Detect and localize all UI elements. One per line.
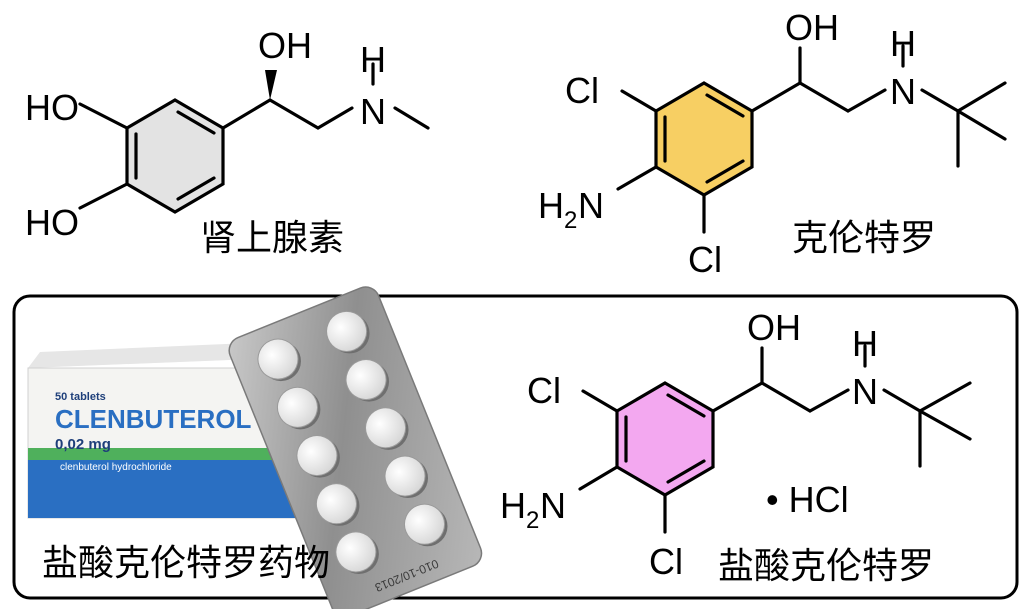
tablet [335,531,377,573]
box-tablet-count: 50 tablets [55,391,106,403]
tablet [315,483,357,525]
clenbuterol-amine-h: H [538,185,564,226]
drug-photo-caption: 盐酸克伦特罗药物 [42,543,330,584]
tablet [257,338,299,380]
clenbuterol-hcl-oh: OH [747,307,801,348]
clenbuterol-hcl-cl-top: Cl [527,370,561,411]
clenbuterol-cl-bottom: Cl [688,239,722,280]
tablet [365,407,407,449]
tablet [296,435,338,477]
epinephrine-h: H [360,39,386,80]
clenbuterol-hcl-amine-subscript: 2 [526,507,539,534]
tablet [345,359,387,401]
clenbuterol-oh: OH [785,7,839,48]
clenbuterol-amine-n: N [578,185,604,226]
tablet [404,503,446,545]
epinephrine-ho-upper: HO [25,87,79,128]
clenbuterol-hcl-salt: • HCl [766,479,849,520]
epinephrine-name: 肾上腺素 [200,218,344,259]
drug-photo: 50 tablets CLENBUTEROL 0,02 mg clenbuter… [27,286,483,609]
clenbuterol-hcl-structure: Cl H 2 N Cl OH H N • HCl 盐酸克伦特罗 [500,307,972,587]
clenbuterol-benzene-ring [654,81,754,197]
box-brand: CLENBUTEROL [55,404,252,434]
clenbuterol-hcl-amine-h: H [500,485,526,526]
clenbuterol-h: H [890,23,916,64]
clenbuterol-hcl-n: N [852,371,878,412]
epinephrine-benzene-ring [125,98,225,214]
clenbuterol-hcl-benzene-ring [615,381,715,497]
clenbuterol-hcl-amine-n: N [540,485,566,526]
epinephrine-oh: OH [258,25,312,66]
box-generic-name: clenbuterol hydrochloride [60,462,172,473]
clenbuterol-cl-top: Cl [565,70,599,111]
tablet [326,310,368,352]
blister-pack: 010-10/2013 [228,286,483,609]
clenbuterol-name: 克伦特罗 [792,218,936,259]
clenbuterol-hcl-cl-bottom: Cl [649,541,683,582]
clenbuterol-amine-subscript: 2 [564,207,577,234]
clenbuterol-hcl-name: 盐酸克伦特罗 [718,546,934,587]
clenbuterol-structure: Cl H 2 N Cl OH H N 克伦特罗 [538,7,1007,280]
epinephrine-structure: HO HO OH H N 肾上腺素 [25,25,430,259]
epinephrine-ho-lower: HO [25,202,79,243]
clenbuterol-n: N [890,71,916,112]
clenbuterol-hcl-h: H [852,323,878,364]
tablet [276,386,318,428]
tablet [384,455,426,497]
epinephrine-n: N [360,91,386,132]
box-dose: 0,02 mg [55,436,111,453]
bottom-panel-frame [12,294,1019,600]
wedge-bond [265,70,277,100]
